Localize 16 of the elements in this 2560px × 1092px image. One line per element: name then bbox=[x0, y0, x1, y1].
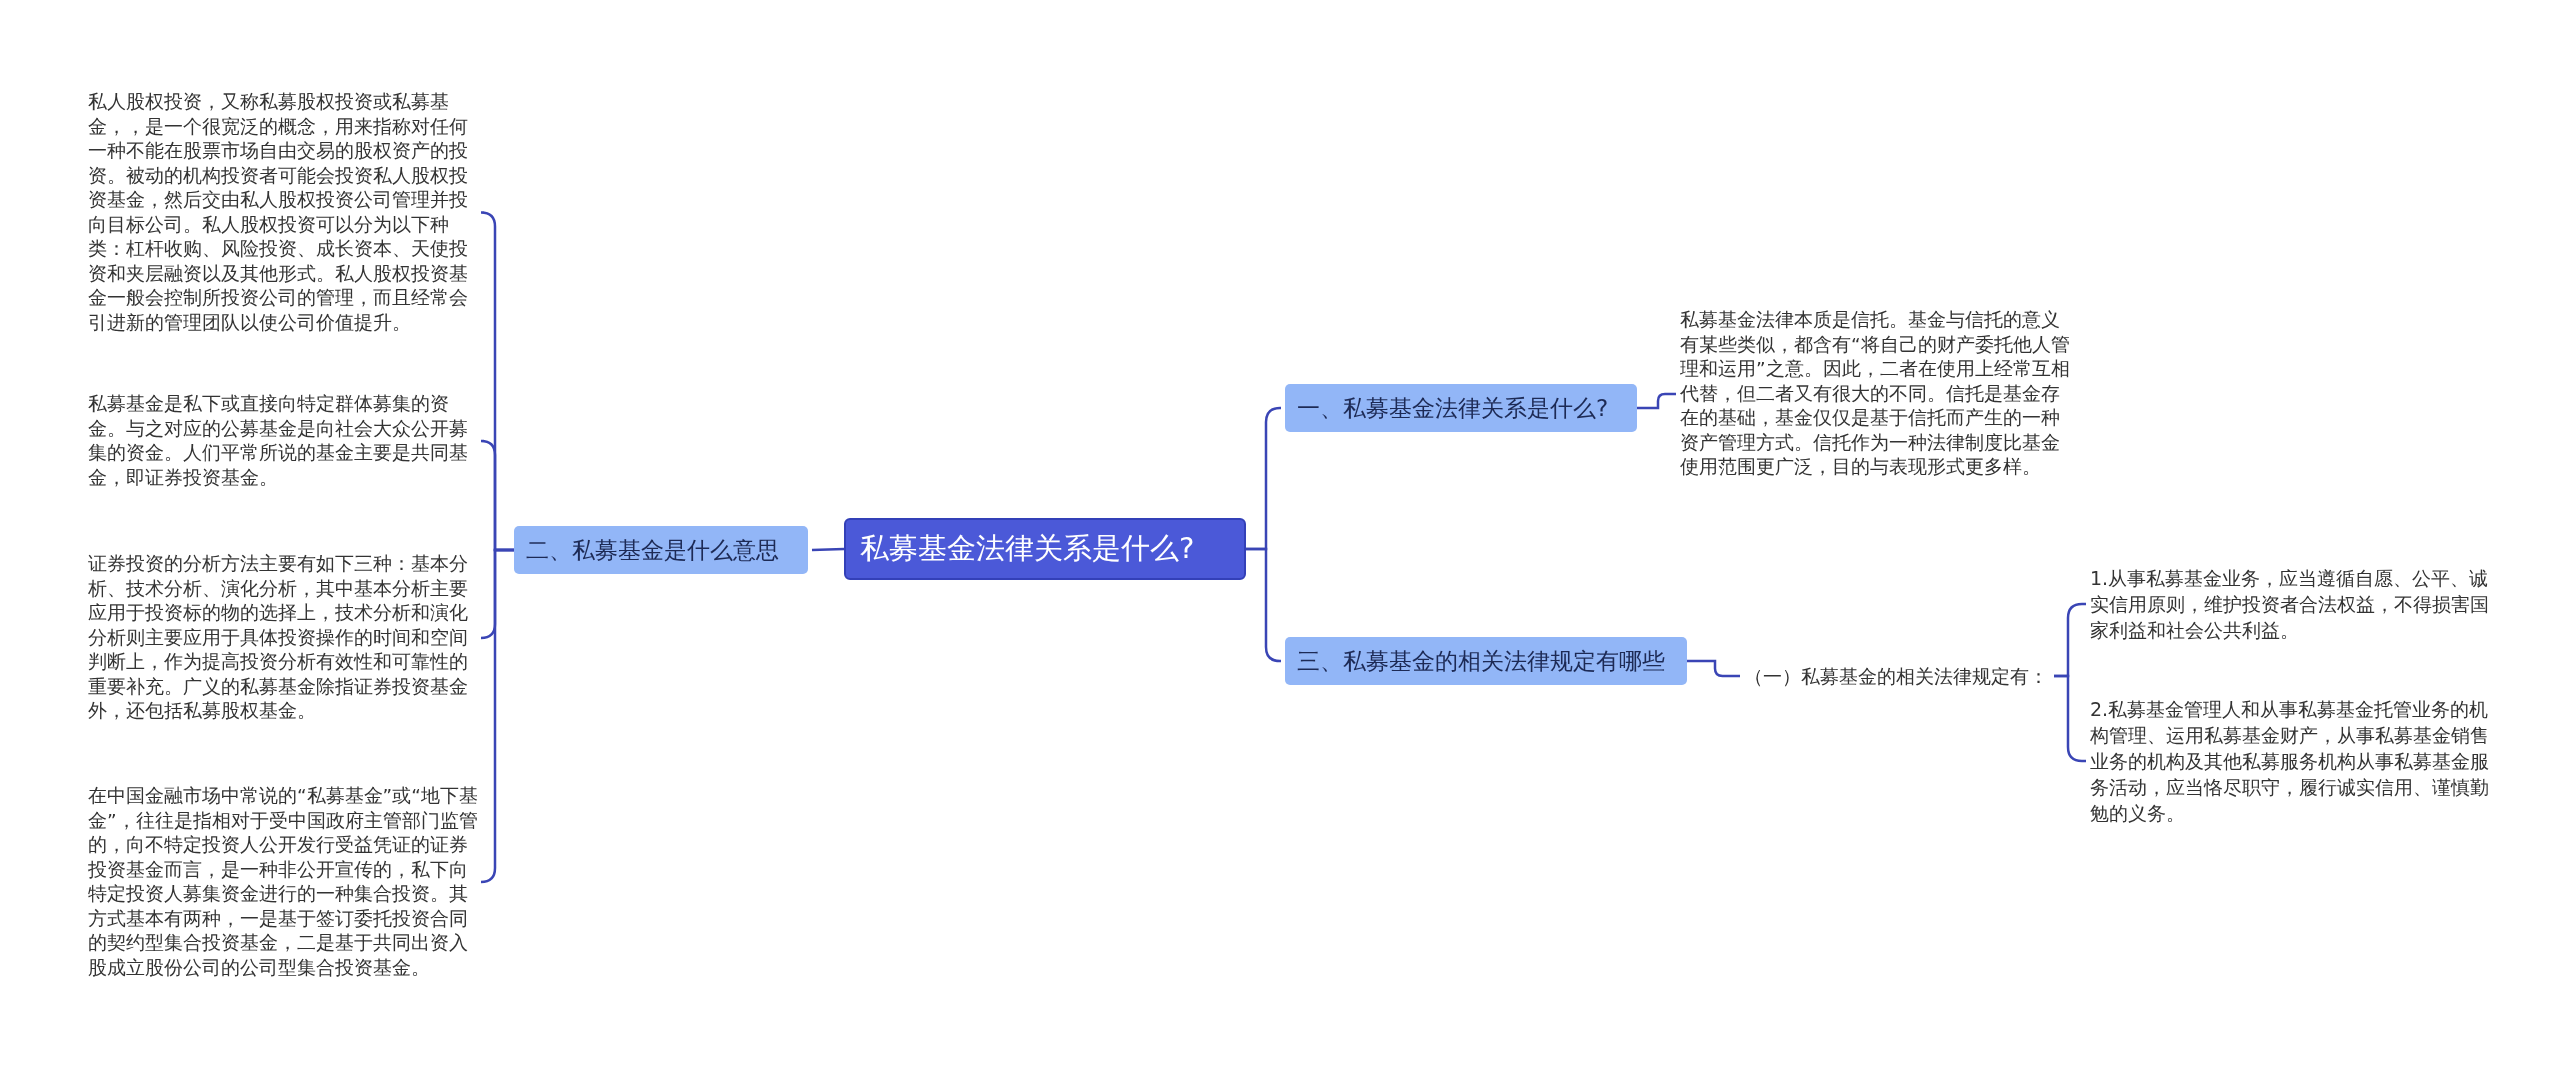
topic-note: 在中国金融市场中常说的“私募基金”或“地下基金”，往往是指相对于受中国政府主管部门监管的，向不特定投资人公开发行受益凭证的证券投资基金而言，是一种非公开宣传的，私下向特定投资人募集资金进行的一种集合投资。其方式基本有两种，一是基于签订委托投资合同的契约型集合投资基金，二是基于共同出资入股成立股份公司的公司型集合投资基金。 bbox=[88, 784, 480, 980]
topic-box: 三、私募基金的相关法律规定有哪些 bbox=[1285, 637, 1687, 686]
topic-box: 一、私募基金法律关系是什么? bbox=[1285, 384, 1637, 433]
connector-line bbox=[811, 547, 845, 552]
connector-line bbox=[1687, 659, 1740, 678]
central-topic-box: 私募基金法律关系是什么? bbox=[844, 518, 1246, 580]
connector-line bbox=[1637, 392, 1676, 410]
topic-note: 证券投资的分析方法主要有如下三种：基本分析、技术分析、演化分析，其中基本分析主要应用于投资标的物的选择上，技术分析和演化分析则主要应用于具体投资操作的时间和空间判断上，作为提高投资分析有效性和可靠性的重要补充。广义的私募基金除指证券投资基金外，还包括私募股权基金。 bbox=[88, 552, 480, 724]
subtopic-note: 2.私募基金管理人和从事私募基金托管业务的机构管理、运用私募基金财产，从事私募基金销售业务的机构及其他私募服务机构从事私募基金服务活动，应当恪尽职守，履行诚实信用、谨慎勤勉的义务。 bbox=[2090, 696, 2490, 826]
subtopic-note: 1.从事私募基金业务，应当遵循自愿、公平、诚实信用原则，维护投资者合法权益，不得损害国家利益和社会公共利益。 bbox=[2090, 565, 2490, 643]
topic-note: 私募基金是私下或直接向特定群体募集的资金。与之对应的公募基金是向社会大众公开募集的资金。人们平常所说的基金主要是共同基金，即证券投资基金。 bbox=[88, 392, 480, 490]
topic-note: 私人股权投资，又称私募股权投资或私募基金，，是一个很宽泛的概念，用来指称对任何一种不能在股票市场自由交易的股权资产的投资。被动的机构投资者可能会投资私人股权投资基金，然后交由私人股权投资公司管理并投向目标公司。私人股权投资可以分为以下种类：杠杆收购、风险投资、成长资本、天使投资和夹层融资以及其他形式。私人股权投资基金一般会控制所投资公司的管理，而且经常会引进新的管理团队以使公司价值提升。 bbox=[88, 90, 480, 335]
topic-note: 私募基金法律本质是信托。基金与信托的意义有某些类似，都含有“将自己的财产委托他人管理和运用”之意。因此，二者在使用上经常互相代替，但二者又有很大的不同。信托是基金存在的基础，基金仅仅是基于信托而产生的一种资产管理方式。信托作为一种法律制度比基金使用范围更广泛，目的与表现形式更多样。 bbox=[1680, 308, 2072, 480]
connector-line bbox=[479, 548, 514, 884]
subtopic-text: （一）私募基金的相关法律规定有： bbox=[1744, 663, 2054, 689]
topic-box: 二、私募基金是什么意思 bbox=[514, 526, 808, 575]
